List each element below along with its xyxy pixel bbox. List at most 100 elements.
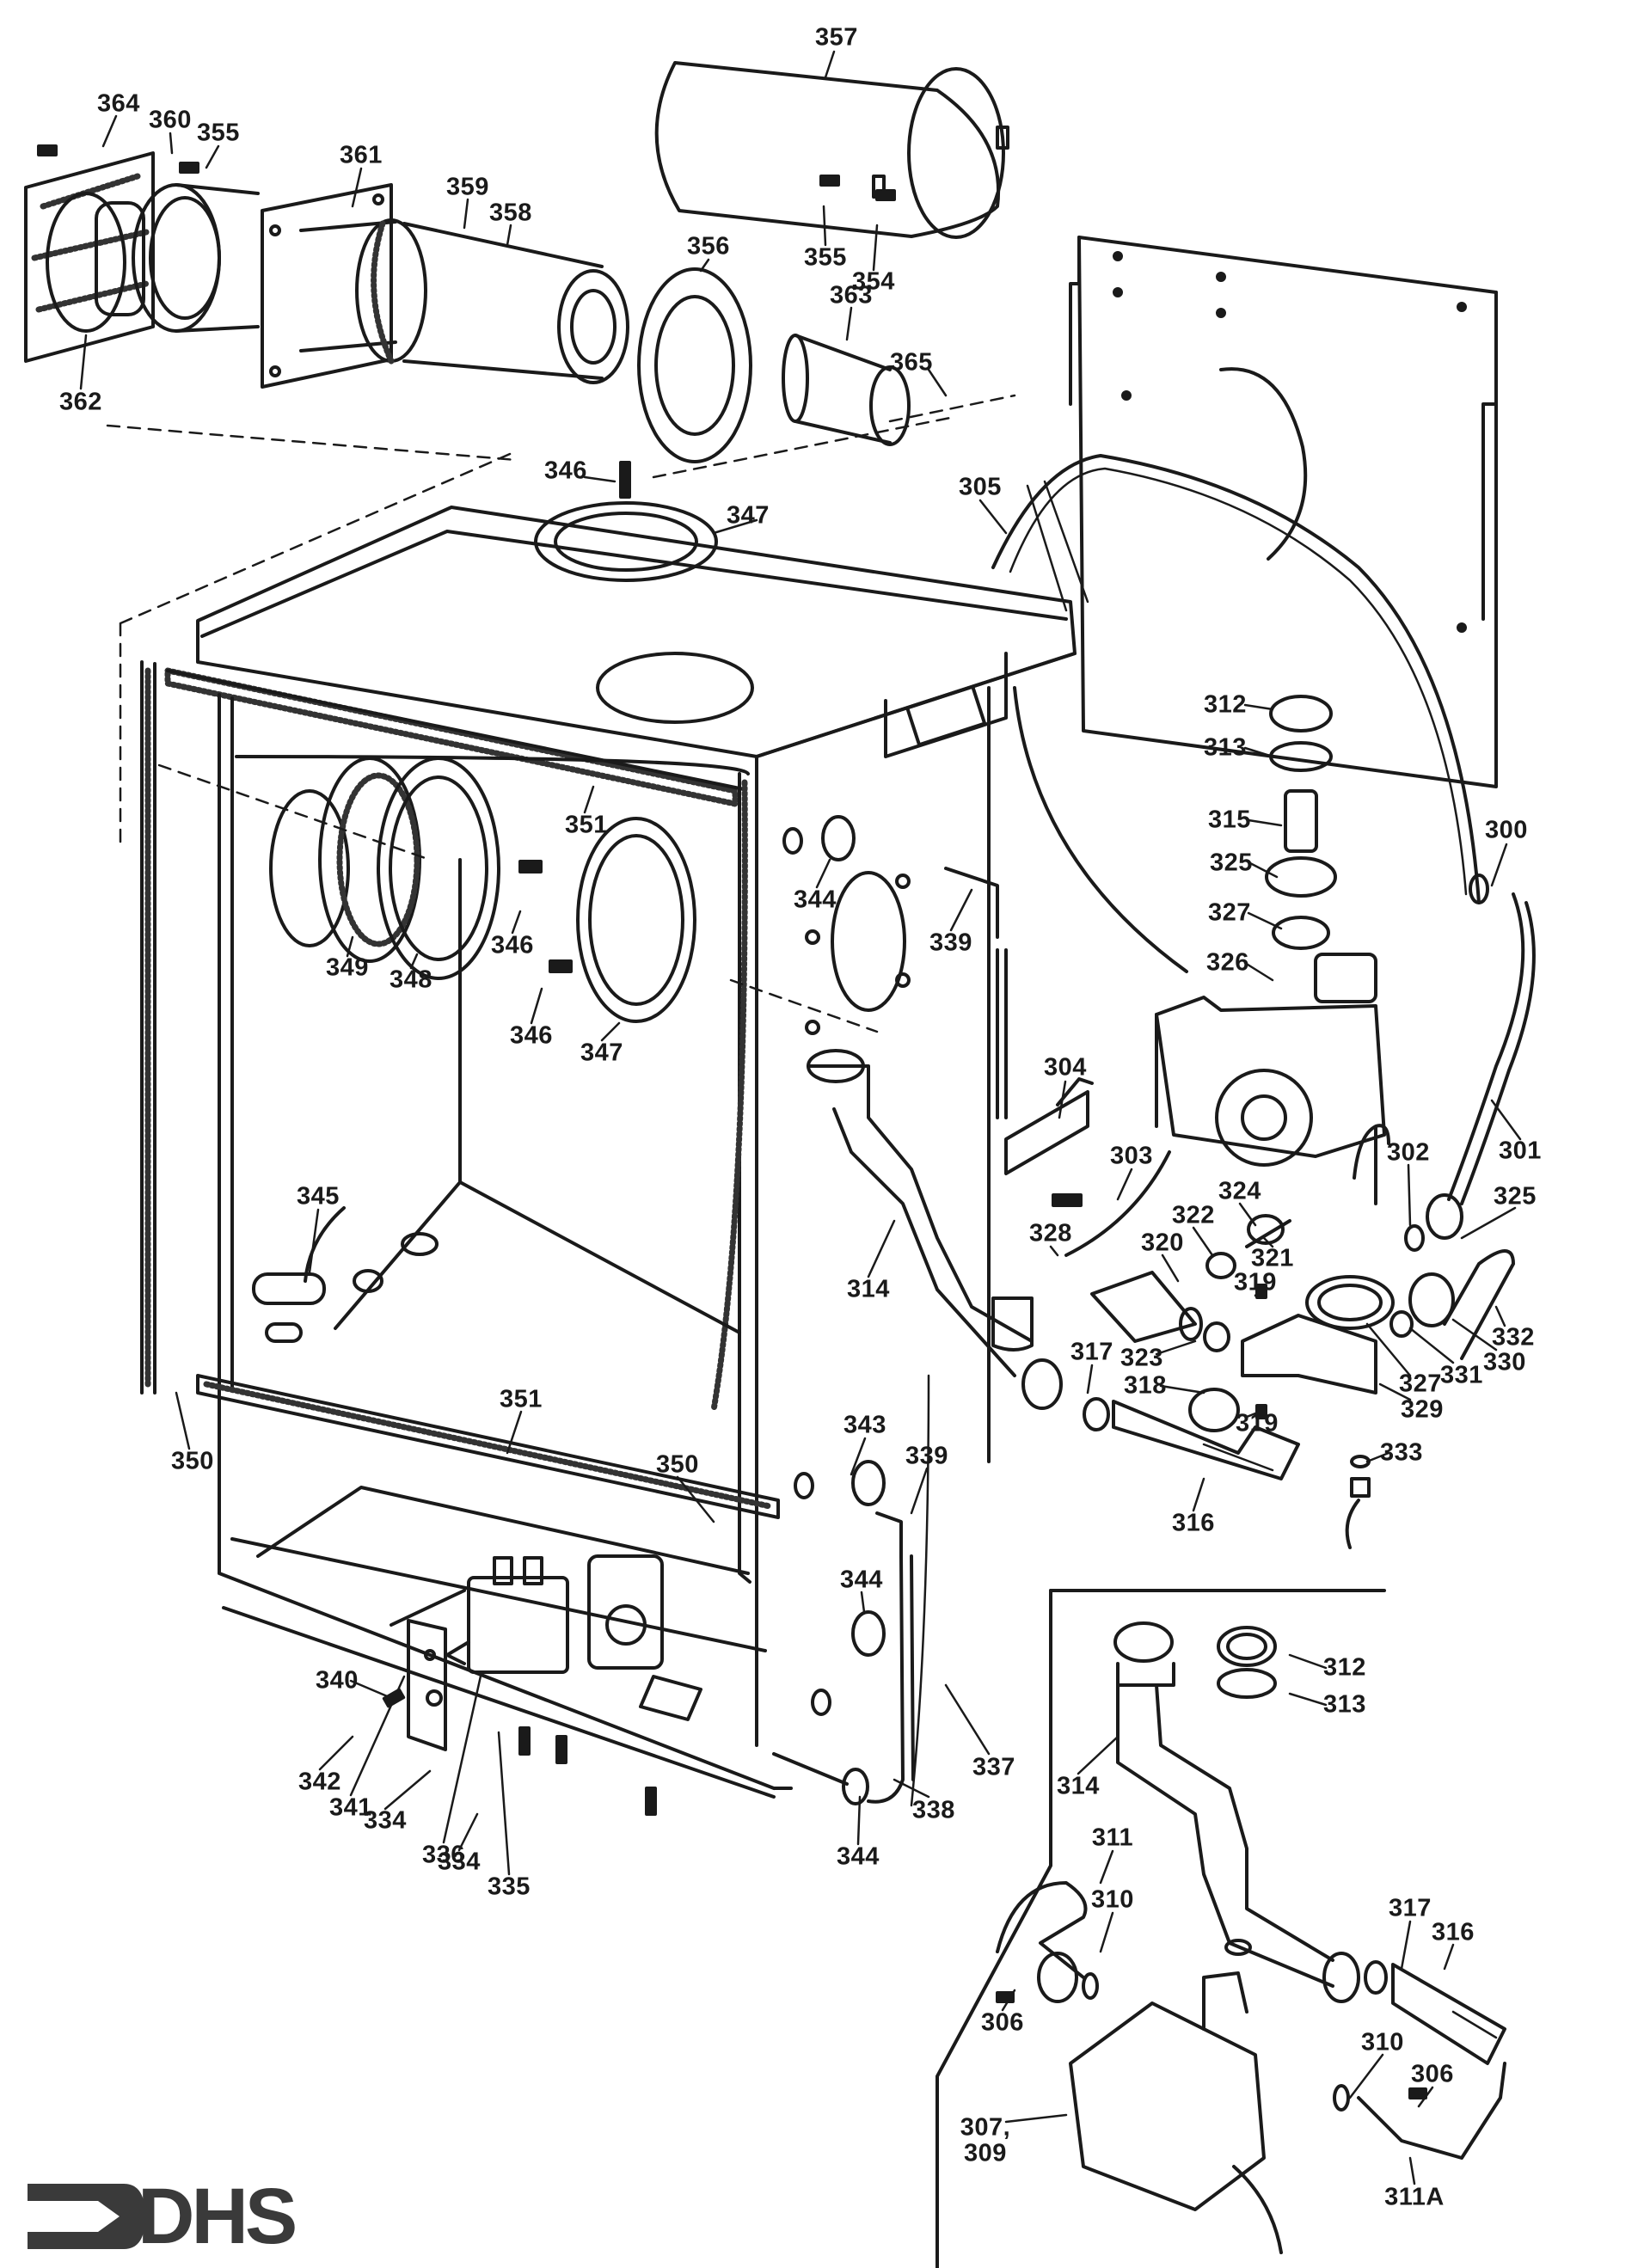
part-label-317: 317 (1070, 1338, 1113, 1366)
part-label-364: 364 (97, 89, 140, 118)
part-label-347: 347 (580, 1039, 623, 1067)
hose-301 (1404, 873, 1536, 1252)
pump-326 (1064, 953, 1386, 1257)
part-label-324: 324 (1218, 1177, 1261, 1205)
part-label-344: 344 (794, 886, 837, 914)
screws-top (37, 144, 896, 201)
part-label-318: 318 (1124, 1371, 1167, 1400)
part-label-316: 316 (1172, 1509, 1215, 1537)
casing (119, 450, 1077, 1747)
flue-tube-363 (782, 334, 911, 446)
part-label-339: 339 (905, 1442, 948, 1470)
part-label-333: 333 (1380, 1438, 1423, 1467)
part-label-359: 359 (446, 173, 489, 201)
part-label-326: 326 (1206, 948, 1249, 977)
part-label-361: 361 (340, 141, 383, 169)
inset-parts (996, 1621, 1506, 2254)
part-label-312: 312 (1323, 1653, 1366, 1682)
part-label-300: 300 (1485, 816, 1528, 844)
part-label-346: 346 (510, 1021, 553, 1050)
part-label-334: 334 (364, 1806, 407, 1835)
part-label-329: 329 (1401, 1395, 1444, 1424)
air-duct-357 (654, 61, 1009, 239)
part-label-346: 346 (544, 457, 587, 485)
cable-337-338 (772, 1374, 930, 1807)
part-label-334: 334 (438, 1848, 481, 1876)
part-label-357: 357 (815, 23, 858, 52)
part-label-365: 365 (890, 348, 933, 377)
part-label-316: 316 (1432, 1918, 1475, 1946)
part-label-327: 327 (1208, 898, 1251, 927)
part-label-314: 314 (1057, 1772, 1100, 1800)
controls-bottom (382, 1554, 702, 1816)
part-label-347: 347 (727, 501, 770, 530)
part-label-325: 325 (1494, 1182, 1537, 1211)
tap-316 (1083, 1388, 1300, 1480)
part-label-319: 319 (1236, 1409, 1279, 1437)
part-label-355: 355 (804, 243, 847, 272)
inset-frame (935, 1589, 1386, 2268)
leader-lines (79, 50, 1522, 2185)
sensor-345 (252, 1206, 346, 1343)
grommets-344 (782, 815, 886, 1716)
part-label-330: 330 (1483, 1348, 1526, 1376)
part-label-331: 331 (1440, 1361, 1483, 1389)
part-label-310: 310 (1091, 1885, 1134, 1914)
part-label-313: 313 (1323, 1690, 1366, 1719)
part-label-336: 336 (422, 1841, 465, 1869)
flue-duct-358 (299, 218, 629, 384)
part-label-321: 321 (1251, 1244, 1294, 1272)
part-label-319: 319 (1234, 1268, 1277, 1296)
part-label-306: 306 (981, 2008, 1024, 2037)
part-label-350: 350 (656, 1450, 699, 1479)
part-label-305: 305 (959, 473, 1002, 501)
dhs-logo-arrow-icon (28, 2184, 145, 2249)
part-label-306: 306 (1411, 2060, 1454, 2088)
part-label-355: 355 (197, 119, 240, 147)
part-label-344: 344 (837, 1842, 880, 1871)
flow-pipe-314 (807, 1049, 1063, 1410)
part-label-344: 344 (840, 1566, 883, 1594)
part-label-325: 325 (1210, 849, 1253, 877)
part-label-349: 349 (326, 953, 369, 982)
part-label-354: 354 (852, 267, 895, 296)
part-label-341: 341 (329, 1793, 372, 1822)
part-label-346: 346 (491, 931, 534, 959)
top-gasket-347 (534, 461, 754, 724)
bracket-304 (1004, 1077, 1094, 1207)
part-label-362: 362 (59, 388, 102, 416)
part-label-314: 314 (847, 1275, 890, 1303)
side-inspection-ring (805, 871, 911, 1035)
part-label-342: 342 (298, 1768, 341, 1796)
part-label-339: 339 (929, 929, 972, 957)
part-label-328: 328 (1029, 1219, 1072, 1247)
part-label-311: 311 (1091, 1824, 1134, 1852)
part-label-340: 340 (316, 1666, 359, 1695)
front-frame (140, 660, 793, 1799)
part-label-358: 358 (489, 199, 532, 227)
part-label-335: 335 (488, 1873, 531, 1901)
flue-ring-356 (637, 267, 752, 463)
part-label-317: 317 (1389, 1894, 1432, 1922)
part-label-337: 337 (972, 1753, 1015, 1781)
part-label-327: 327 (1399, 1370, 1442, 1398)
part-label-311A: 311A (1384, 2183, 1445, 2211)
pipe-339 (875, 867, 1008, 1558)
heat-exchanger-305 (991, 454, 1481, 973)
part-label-348: 348 (390, 965, 432, 994)
part-label-351: 351 (500, 1385, 543, 1413)
part-label-315: 315 (1208, 806, 1251, 834)
part-label-313: 313 (1204, 733, 1247, 762)
part-label-302: 302 (1387, 1138, 1430, 1167)
part-label-307-309: 307, 309 (960, 2113, 1011, 2167)
flue-terminal-plate-362 (24, 151, 155, 363)
part-label-301: 301 (1499, 1137, 1542, 1165)
part-label-338: 338 (912, 1796, 955, 1824)
part-label-363: 363 (830, 281, 873, 310)
part-label-360: 360 (149, 106, 192, 134)
part-label-350: 350 (171, 1447, 214, 1475)
pump-fittings (1265, 695, 1337, 950)
part-label-351: 351 (565, 811, 608, 839)
flue-clamp-360 (95, 183, 260, 333)
